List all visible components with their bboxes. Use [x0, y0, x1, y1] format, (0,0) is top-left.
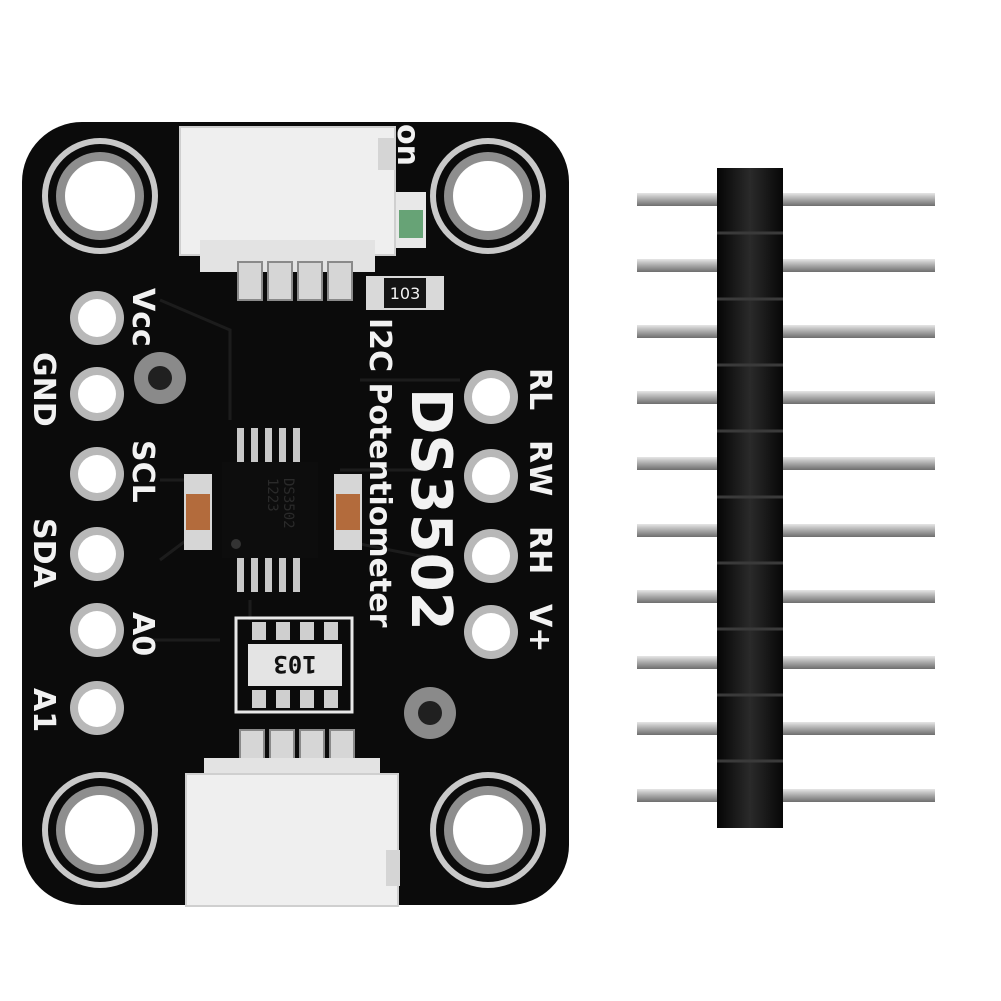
pin-label-sda: SDA [26, 518, 61, 589]
pin-label-gnd: GND [26, 352, 61, 427]
led-label: on [390, 124, 425, 166]
pin-pad [464, 605, 518, 659]
pin-label-scl: SCL [125, 440, 160, 503]
header-pin [637, 193, 935, 206]
pin-label-a1: A1 [26, 688, 61, 732]
pin-pad [464, 370, 518, 424]
pin-label-rh: RH [522, 526, 557, 574]
pin-label-rl: RL [522, 368, 557, 410]
stemma-qt-connector-bottom [185, 729, 400, 907]
pin-label-rw: RW [522, 440, 557, 496]
header-pin [637, 590, 935, 603]
resistor-array: 103 [234, 616, 354, 714]
smd-resistor: 103 [366, 276, 444, 310]
power-led [396, 192, 426, 248]
smd-capacitor-right [334, 474, 362, 550]
pin-pad [70, 291, 124, 345]
header-pin [637, 656, 935, 669]
pin-pad [70, 367, 124, 421]
male-pin-header [637, 168, 935, 828]
chip-marking-line1: DS3502 [280, 478, 296, 529]
mounting-hole [42, 138, 158, 254]
right-pin-row [464, 370, 518, 659]
pin-pad [70, 681, 124, 735]
pin-pad [70, 527, 124, 581]
header-pin [637, 259, 935, 272]
breakout-board: on 103 Vcc GND SCL SDA A0 A1 [22, 122, 569, 907]
header-pin [637, 524, 935, 537]
pin-pad [464, 529, 518, 583]
header-pins [637, 193, 935, 802]
via [134, 352, 186, 404]
via [404, 687, 456, 739]
header-pin [637, 789, 935, 802]
resistor-marking: 103 [390, 284, 421, 303]
board-subtitle: I2C Potentiometer [362, 318, 397, 628]
pin-label-vplus: V+ [522, 604, 557, 652]
pin-pad [70, 447, 124, 501]
header-pin [637, 457, 935, 470]
header-pin [637, 325, 935, 338]
resistor-array-marking: 103 [273, 650, 316, 678]
mounting-hole [430, 772, 546, 888]
left-pin-row [70, 291, 124, 735]
board-title: DS3502 [398, 388, 463, 631]
pin-pad [464, 449, 518, 503]
ds3502-ic: DS3502 1223 [222, 428, 318, 592]
stemma-qt-connector-top [179, 126, 396, 301]
chip-marking-line2: 1223 [264, 478, 280, 512]
header-pin [637, 391, 935, 404]
smd-capacitor-left [184, 474, 212, 550]
header-pin [637, 722, 935, 735]
mounting-hole [430, 138, 546, 254]
header-plastic-body [717, 168, 783, 828]
pin-label-a0: A0 [125, 612, 160, 656]
pin-pad [70, 603, 124, 657]
pin-label-vcc: Vcc [125, 288, 160, 347]
mounting-hole [42, 772, 158, 888]
